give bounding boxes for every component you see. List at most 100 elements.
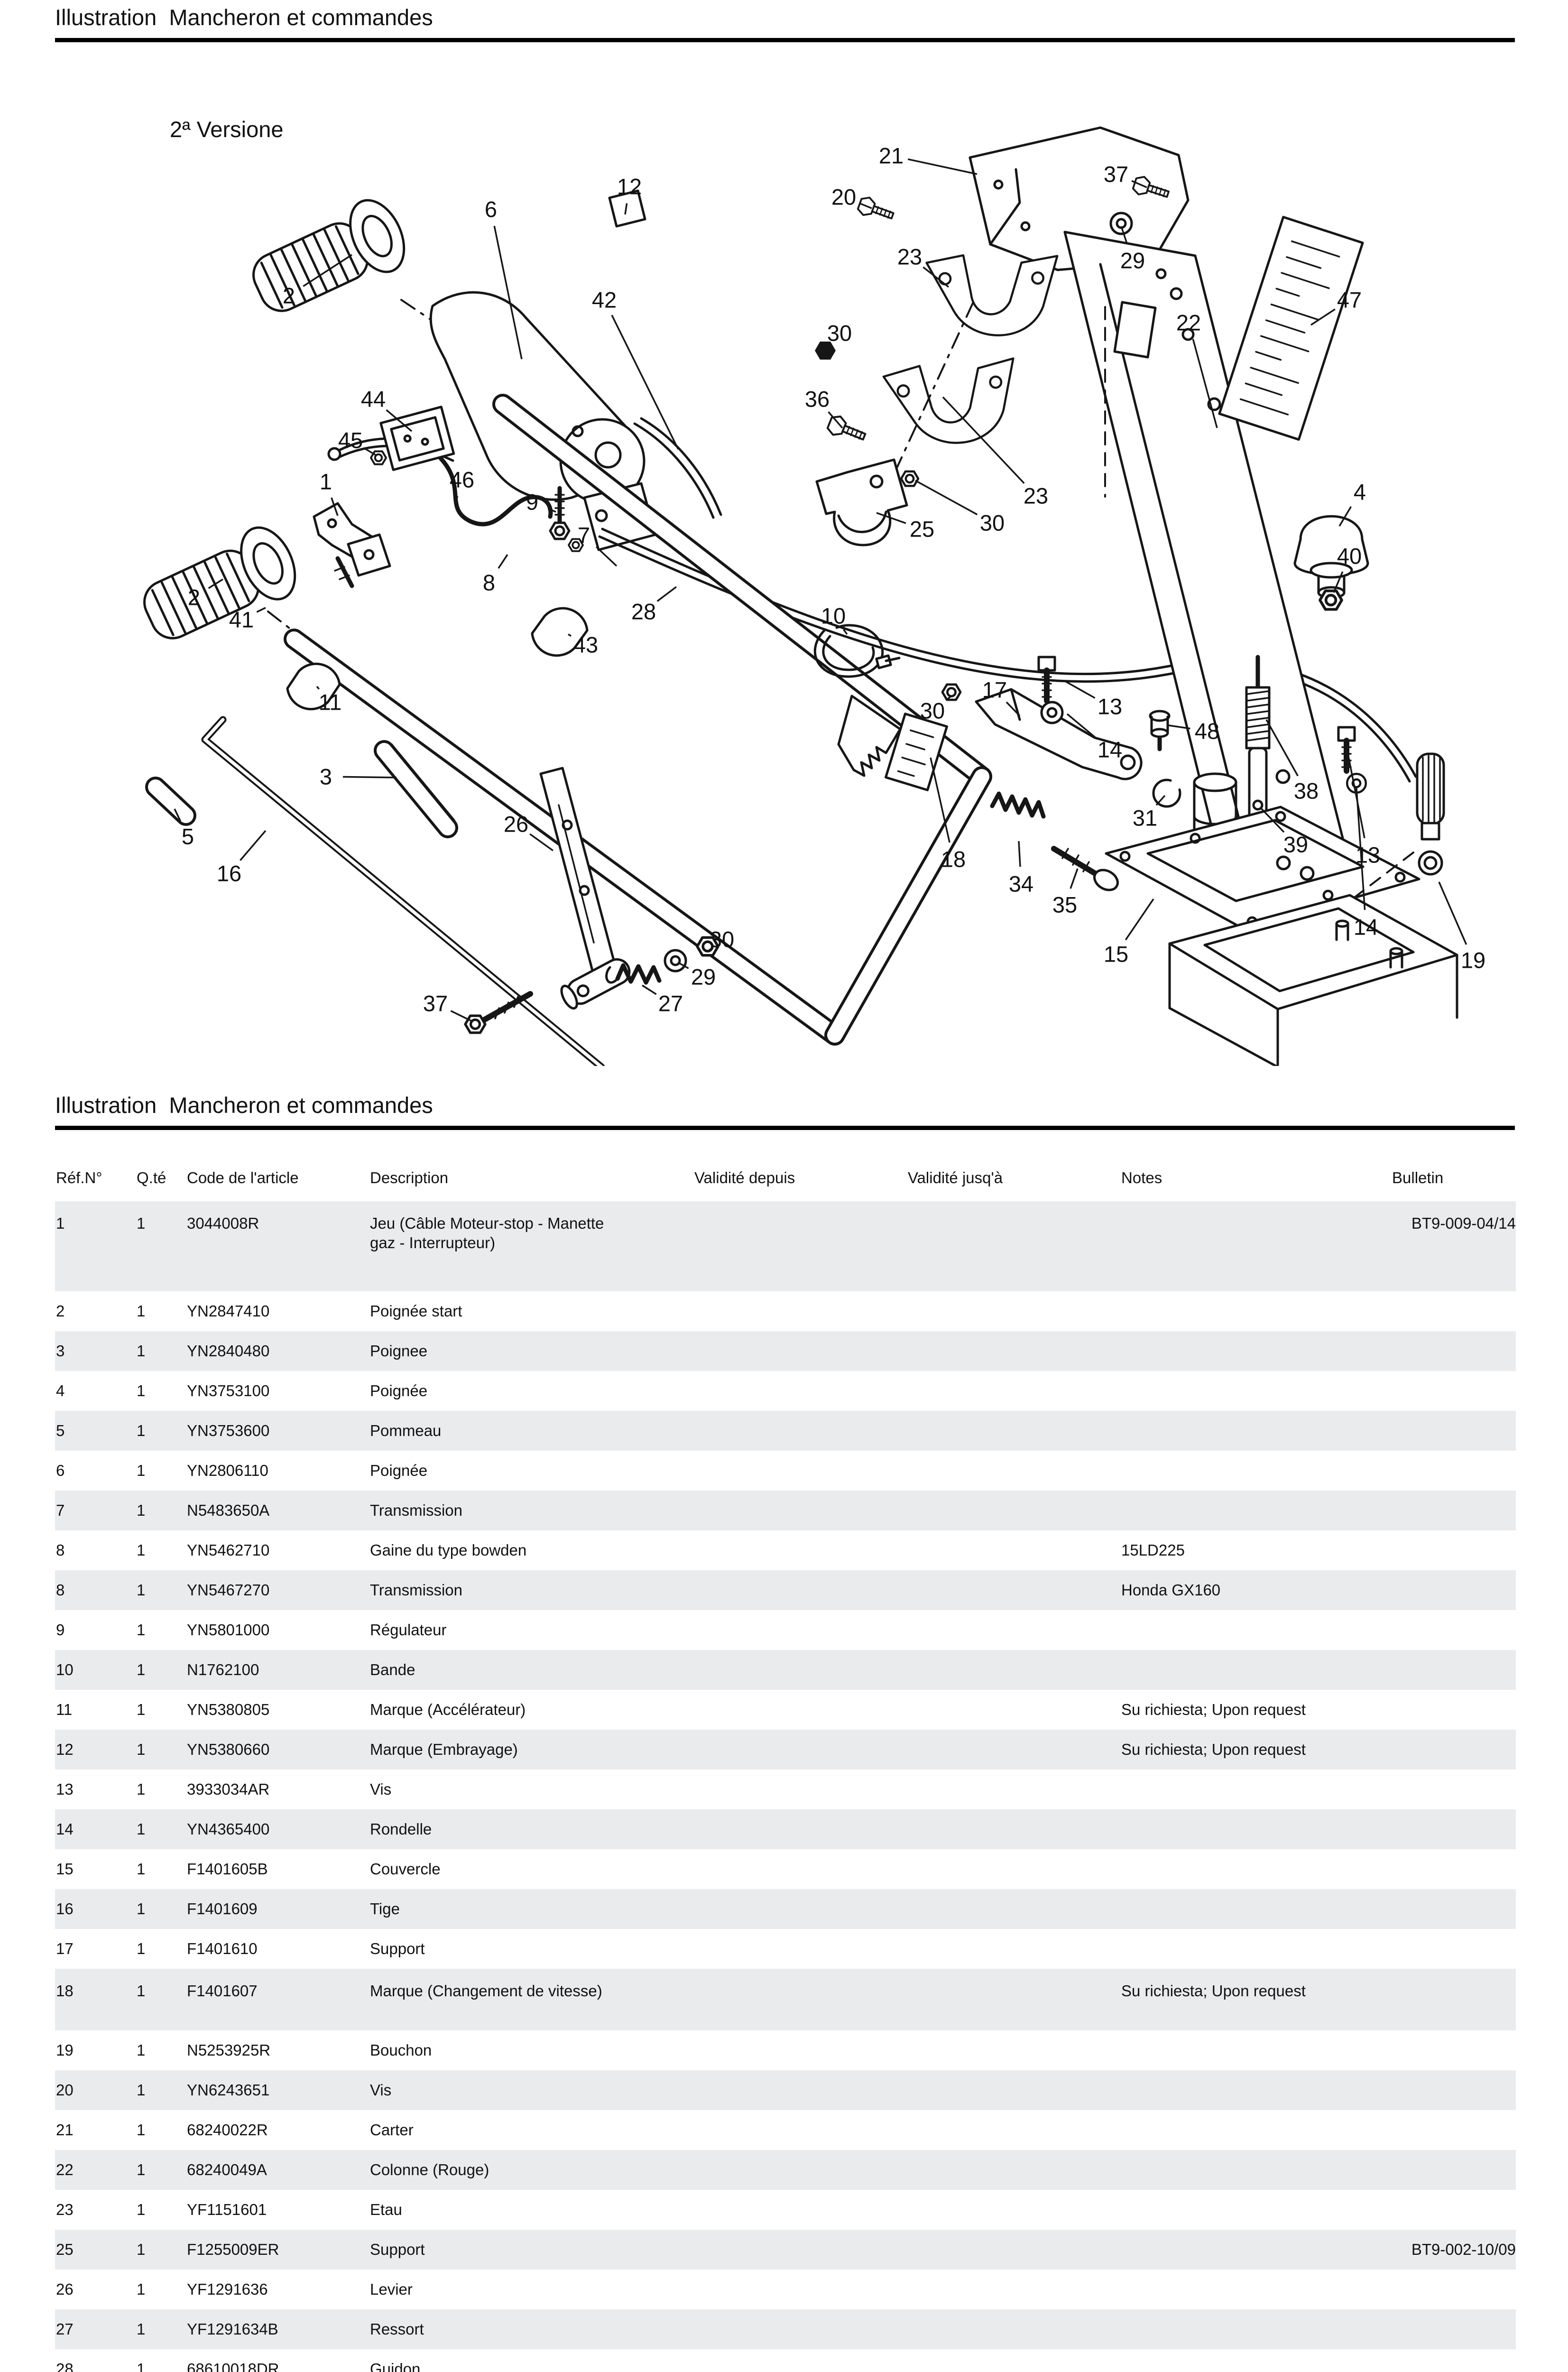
part-callout-4: 4 bbox=[1354, 480, 1366, 505]
ref-cell: 19 bbox=[56, 2041, 74, 2059]
valid-to-cell bbox=[907, 1770, 1120, 1809]
col-valid-from: Validité depuis bbox=[694, 1169, 795, 1187]
callout-leader bbox=[1310, 308, 1336, 326]
part-callout-8: 8 bbox=[483, 570, 495, 595]
part-callout-29: 29 bbox=[691, 964, 716, 990]
washer-part bbox=[1111, 213, 1132, 234]
ref-cell: 14 bbox=[56, 1820, 74, 1838]
part-callout-19: 19 bbox=[1461, 948, 1485, 973]
valid-from-cell bbox=[693, 1451, 907, 1491]
col-notes: Notes bbox=[1121, 1169, 1162, 1187]
qty-cell: 1 bbox=[137, 1501, 146, 1520]
table-row: 16 1 F1401609 Tige bbox=[55, 1889, 1516, 1929]
ref-cell: 20 bbox=[56, 2081, 74, 2099]
cover-bolt-part bbox=[1051, 846, 1119, 891]
valid-from-cell bbox=[693, 1411, 907, 1451]
table-row: 8 1 YN5462710 Gaine du type bowden 15LD2… bbox=[55, 1530, 1516, 1570]
callout-leader bbox=[678, 962, 689, 969]
code-cell: F1401610 bbox=[187, 1940, 258, 1958]
callout-leader bbox=[1168, 724, 1190, 730]
valid-from-cell bbox=[693, 2030, 907, 2070]
notes-cell bbox=[1120, 2110, 1391, 2150]
part-callout-48: 48 bbox=[1195, 719, 1219, 744]
desc-cell: Transmission bbox=[370, 1581, 462, 1599]
ref-cell: 4 bbox=[56, 1382, 65, 1400]
valid-to-cell bbox=[907, 1530, 1120, 1570]
callout-leader bbox=[624, 203, 628, 215]
col-valid-to: Validité jusq'à bbox=[908, 1169, 1003, 1187]
callout-leader bbox=[208, 578, 223, 589]
part-callout-38: 38 bbox=[1294, 778, 1319, 804]
ref-cell: 8 bbox=[56, 1541, 65, 1559]
bulletin-cell bbox=[1391, 1371, 1516, 1411]
desc-cell: Support bbox=[370, 2241, 425, 2259]
part-callout-14: 14 bbox=[1098, 737, 1122, 762]
valid-to-cell bbox=[907, 1451, 1120, 1491]
valid-from-cell bbox=[693, 1690, 907, 1730]
shift-lever-part bbox=[975, 688, 1143, 780]
part-callout-45: 45 bbox=[338, 428, 363, 453]
page-title: Illustration Mancheron et commandes bbox=[55, 5, 433, 30]
ref-cell: 12 bbox=[56, 1741, 74, 1759]
notes-cell bbox=[1120, 1201, 1391, 1291]
code-cell: YN5801000 bbox=[187, 1621, 270, 1639]
part-callout-10: 10 bbox=[821, 603, 846, 629]
clutch-lever-part bbox=[429, 291, 657, 551]
part-callout-31: 31 bbox=[1133, 806, 1157, 831]
callout-leader bbox=[945, 695, 952, 701]
callout-leader bbox=[1338, 506, 1352, 527]
carter-screw-part bbox=[856, 194, 897, 226]
callout-leader bbox=[256, 607, 266, 613]
desc-cell: Carter bbox=[370, 2121, 414, 2139]
bulletin-cell bbox=[1391, 1929, 1516, 1969]
part-callout-5: 5 bbox=[182, 824, 194, 849]
qty-cell: 1 bbox=[137, 1302, 146, 1320]
callout-leader bbox=[1120, 226, 1128, 245]
table-row: 9 1 YN5801000 Régulateur bbox=[55, 1610, 1516, 1650]
table-row: 2 1 YN2847410 Poignée start bbox=[55, 1291, 1516, 1331]
callout-leader bbox=[1438, 881, 1467, 945]
valid-from-cell bbox=[693, 1491, 907, 1530]
part-callout-30: 30 bbox=[980, 510, 1005, 536]
desc-cell: Pommeau bbox=[370, 1422, 442, 1440]
desc-cell: Transmission bbox=[370, 1501, 462, 1520]
desc-cell: Poignée bbox=[370, 1462, 428, 1480]
part-callout-36: 36 bbox=[805, 387, 830, 412]
part-callout-28: 28 bbox=[631, 599, 656, 624]
switch-part bbox=[379, 406, 455, 471]
table-row: 17 1 F1401610 Support bbox=[55, 1929, 1516, 1969]
table-row: 7 1 N5483650A Transmission bbox=[55, 1491, 1516, 1531]
part-callout-21: 21 bbox=[879, 143, 904, 168]
callout-leader bbox=[915, 480, 978, 516]
support-bracket-part bbox=[815, 458, 908, 547]
qty-cell: 1 bbox=[137, 1382, 146, 1400]
notes-cell: 15LD225 bbox=[1121, 1541, 1185, 1559]
callout-leader bbox=[1192, 339, 1218, 428]
callout-leader bbox=[568, 633, 572, 637]
part-callout-43: 43 bbox=[573, 632, 598, 658]
code-cell: YN6243651 bbox=[187, 2081, 270, 2099]
code-cell: YF1291634B bbox=[187, 2320, 278, 2338]
table-row: 18 1 F1401607 Marque (Changement de vite… bbox=[55, 1969, 1516, 2031]
callout-leader bbox=[656, 586, 677, 602]
part-callout-34: 34 bbox=[1009, 871, 1033, 897]
table-row: 11 1 YN5380805 Marque (Accélérateur) Su … bbox=[55, 1690, 1516, 1730]
valid-from-cell bbox=[693, 1530, 907, 1570]
callout-leader bbox=[529, 833, 554, 852]
callout-leader bbox=[1125, 899, 1154, 941]
qty-cell: 1 bbox=[137, 1741, 146, 1759]
table-row: 25 1 F1255009ER Support BT9-002-10/09 bbox=[55, 2230, 1516, 2270]
washer-part bbox=[665, 950, 686, 971]
desc-cell: Guidon bbox=[370, 2360, 421, 2372]
callout-leader bbox=[1333, 571, 1344, 593]
part-callout-46: 46 bbox=[450, 467, 474, 492]
qty-cell: 1 bbox=[137, 1214, 146, 1232]
valid-from-cell bbox=[693, 1849, 907, 1889]
ref-cell: 27 bbox=[56, 2320, 74, 2338]
bulletin-cell bbox=[1391, 2030, 1516, 2070]
callout-leader bbox=[930, 757, 950, 843]
table-row: 23 1 YF1151601 Etau bbox=[55, 2190, 1516, 2230]
desc-cell: Régulateur bbox=[370, 1621, 447, 1639]
valid-to-cell bbox=[907, 2110, 1120, 2150]
